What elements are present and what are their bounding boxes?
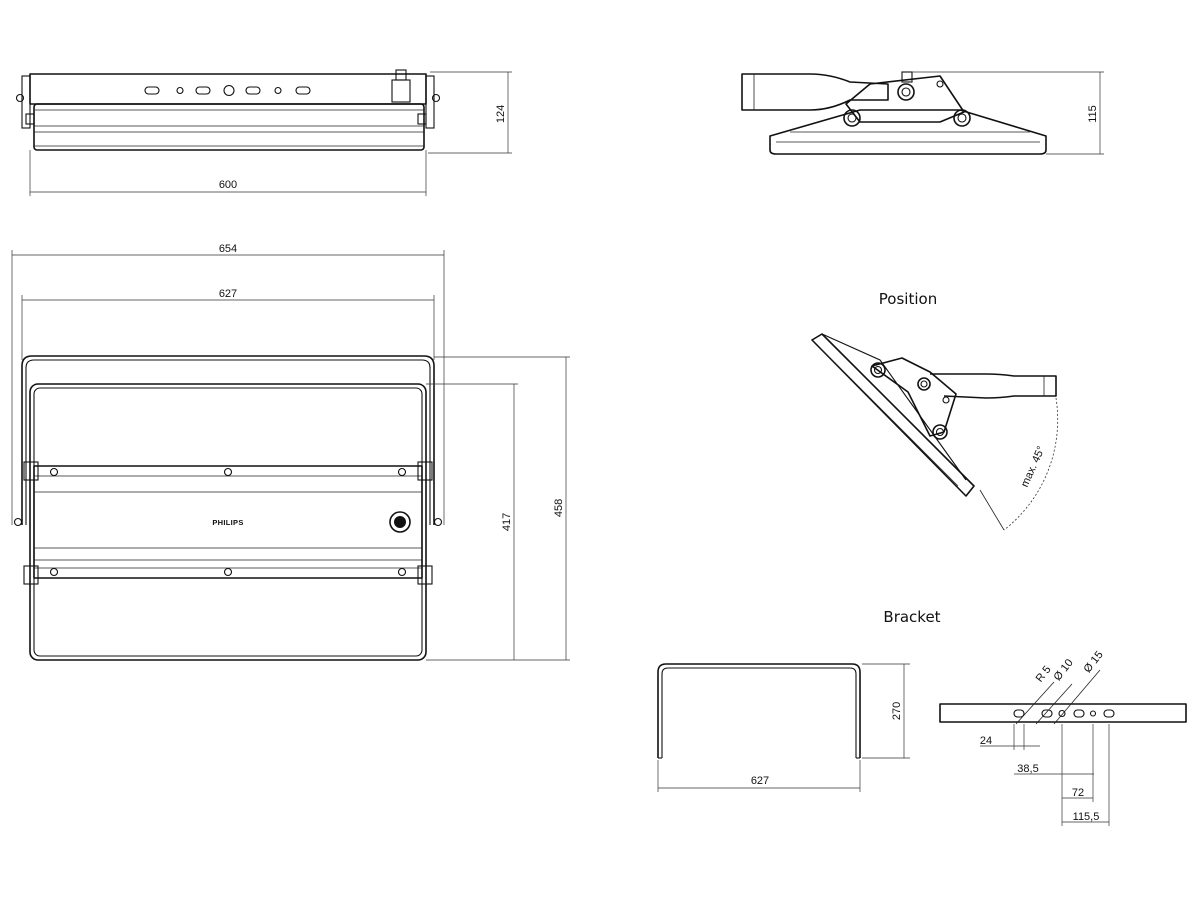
- slot-radius-label: R 5: [1034, 664, 1054, 685]
- dim-inner-width: 627: [219, 288, 237, 300]
- max-angle-label: max. 45°: [1019, 444, 1048, 489]
- screw: [49, 467, 59, 477]
- bracket-title: Bracket: [883, 608, 940, 626]
- screw: [397, 567, 407, 577]
- center-hole: [223, 84, 235, 97]
- position-arm: [930, 373, 1057, 399]
- hole-large-label: Ø 15: [1082, 649, 1106, 675]
- tilted-housing: [811, 333, 975, 497]
- screw: [223, 467, 233, 477]
- bracket-bar: [939, 703, 1187, 723]
- round-hole: [176, 86, 184, 95]
- dim-38-5: 38,5: [1017, 763, 1038, 775]
- side-housing: [769, 109, 1047, 155]
- bracket-slot: [1103, 709, 1115, 718]
- front-connector: [391, 79, 411, 103]
- dim-side-height: 115: [1087, 105, 1099, 123]
- u-bracket: [657, 663, 861, 758]
- dim-bracket-width: 627: [751, 775, 769, 787]
- screw: [397, 467, 407, 477]
- dim-72: 72: [1072, 787, 1084, 799]
- screw: [49, 567, 59, 577]
- dim-bracket-height: 270: [891, 702, 903, 720]
- round-hole: [274, 86, 282, 95]
- slot-hole: [295, 86, 311, 95]
- housing: [29, 383, 427, 661]
- position-title: Position: [879, 290, 937, 308]
- position-view: Position max. 45°: [811, 290, 1059, 531]
- slot-hole: [195, 86, 211, 95]
- dim-front-height: 124: [495, 105, 507, 123]
- top-view: 654 627 PHILIPS: [11, 243, 570, 661]
- bracket-slot: [1073, 709, 1085, 718]
- right-bracket: [425, 75, 435, 129]
- bracket-hole: [1089, 710, 1097, 717]
- front-view: 124 600: [15, 69, 512, 196]
- bracket-slot: [1041, 709, 1053, 718]
- left-bracket: [21, 75, 31, 129]
- screw: [223, 567, 233, 577]
- dim-24: 24: [980, 735, 992, 747]
- dim-115-5: 115,5: [1073, 811, 1100, 823]
- dim-inner-height: 417: [501, 513, 513, 531]
- bracket-slot: [1013, 709, 1025, 718]
- slot-hole: [144, 86, 160, 95]
- driver-box: [33, 465, 423, 579]
- position-knuckle: [871, 357, 957, 437]
- cable-gland: [389, 511, 411, 533]
- philips-logo: PHILIPS: [212, 518, 243, 527]
- side-knuckle: [845, 75, 965, 123]
- slot-hole: [245, 86, 261, 95]
- arm-frame: [21, 355, 435, 525]
- front-housing-body: [33, 103, 425, 151]
- bracket-hole-small: [1058, 709, 1066, 718]
- bracket-view: Bracket 270 627 R 5 Ø 10 Ø 15 24: [657, 608, 1187, 826]
- side-arm: [741, 73, 889, 111]
- side-view: 115: [741, 71, 1104, 155]
- dim-outer-width: 654: [219, 243, 237, 255]
- front-housing-top: [29, 73, 427, 105]
- dim-outer-height: 458: [553, 499, 565, 517]
- hole-small-label: Ø 10: [1052, 657, 1076, 683]
- dim-front-width: 600: [219, 179, 237, 191]
